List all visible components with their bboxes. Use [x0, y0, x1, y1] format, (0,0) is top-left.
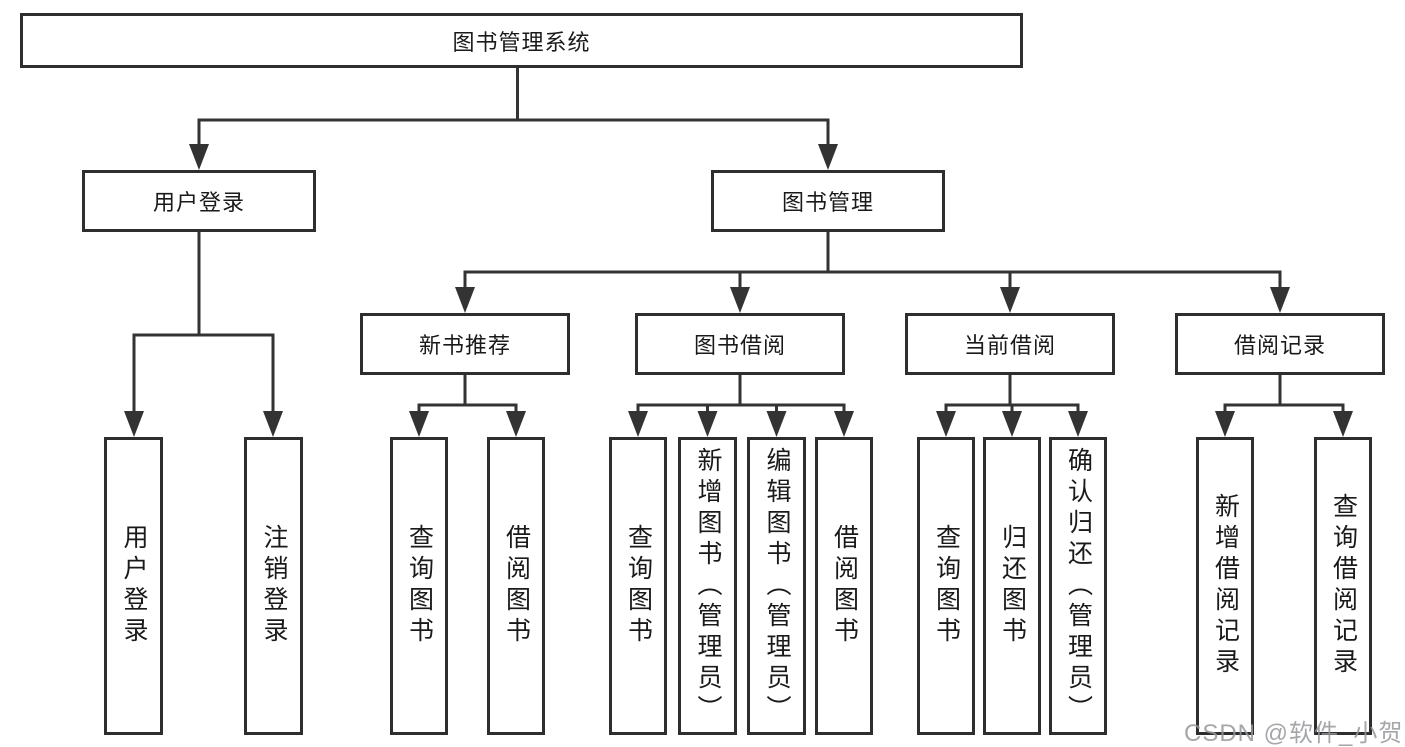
node-leaf-add-books-admin: 新增图书（管理员）: [678, 437, 737, 735]
node-library-management-system: 图书管理系统: [20, 13, 1023, 68]
node-user-login-branch: 用户登录: [82, 170, 316, 232]
node-label: 图书管理系统: [452, 29, 591, 55]
node-leaf-query-books-2: 查询图书: [609, 437, 667, 735]
node-leaf-logout: 注销登录: [244, 437, 303, 735]
node-leaf-borrow-books-1: 借阅图书: [487, 437, 545, 735]
node-label: 确认归还（管理员）: [1064, 446, 1093, 726]
node-label: 新增图书（管理员）: [694, 446, 722, 726]
node-label: 归还图书: [998, 524, 1027, 648]
node-label: 借阅记录: [1233, 333, 1326, 358]
node-leaf-add-borrow-record: 新增借阅记录: [1196, 437, 1254, 735]
node-label: 图书管理: [781, 190, 874, 215]
node-label: 注销登录: [260, 524, 288, 648]
node-borrowing-records: 借阅记录: [1175, 313, 1385, 375]
node-leaf-borrow-books-2: 借阅图书: [815, 437, 873, 735]
node-label: 查询图书: [405, 524, 434, 648]
node-leaf-query-books-3: 查询图书: [917, 437, 975, 735]
node-leaf-edit-books-admin: 编辑图书（管理员）: [747, 437, 806, 735]
node-label: 图书借阅: [693, 333, 786, 358]
node-leaf-user-login: 用户登录: [104, 437, 163, 735]
csdn-watermark: CSDN @软件_小贺同学: [1184, 720, 1405, 747]
node-leaf-query-borrow-record: 查询借阅记录: [1314, 437, 1372, 735]
node-label: 用户登录: [120, 524, 148, 648]
node-label: 查询图书: [624, 524, 653, 648]
node-label: 新增借阅记录: [1211, 493, 1240, 679]
node-label: 查询借阅记录: [1329, 493, 1358, 679]
node-label: 新书推荐: [418, 333, 511, 358]
node-label: 借阅图书: [502, 524, 531, 648]
node-leaf-query-books-1: 查询图书: [390, 437, 448, 735]
node-book-borrowing: 图书借阅: [635, 313, 845, 375]
node-leaf-return-books: 归还图书: [983, 437, 1041, 735]
node-label: 当前借阅: [963, 333, 1056, 358]
arrowheads: [124, 144, 1353, 437]
node-label: 借阅图书: [830, 524, 859, 648]
node-label: 查询图书: [932, 524, 961, 648]
node-book-management-branch: 图书管理: [711, 170, 945, 232]
node-leaf-confirm-return-admin: 确认归还（管理员）: [1049, 437, 1107, 735]
node-new-book-recommendation: 新书推荐: [360, 313, 570, 375]
node-label: 编辑图书（管理员）: [763, 446, 791, 726]
node-current-borrowing: 当前借阅: [905, 313, 1115, 375]
node-label: 用户登录: [152, 190, 245, 215]
